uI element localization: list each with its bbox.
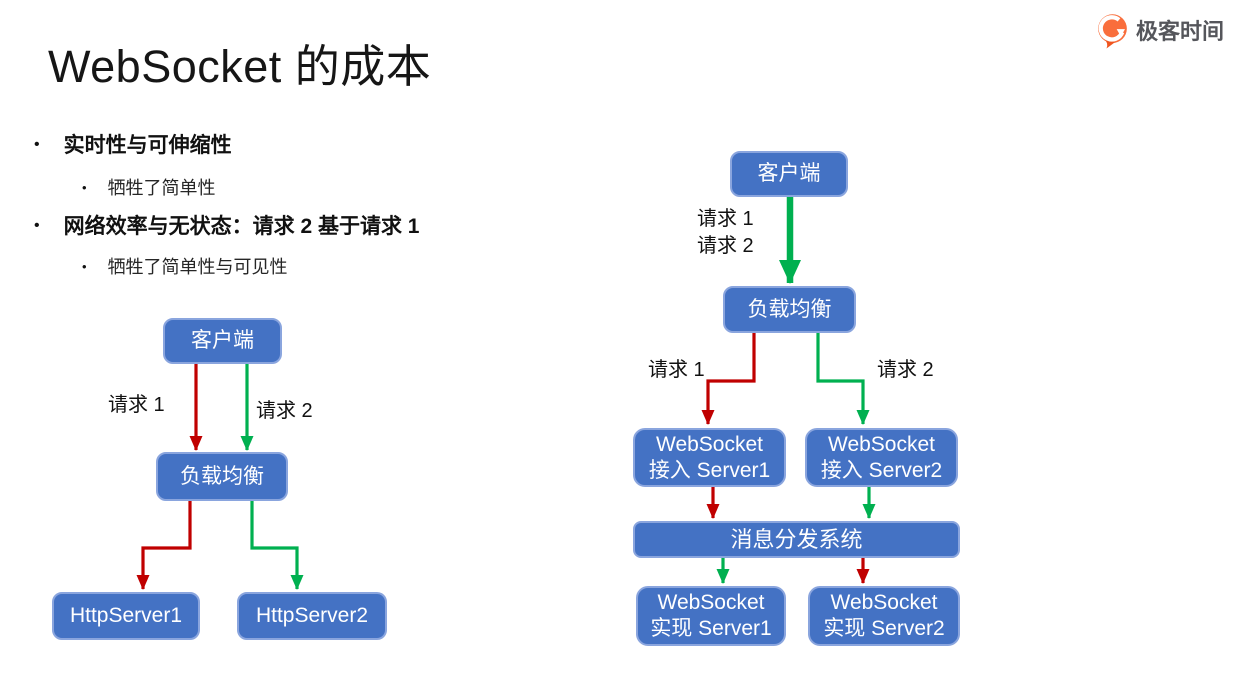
ws-edge-label-request2-mid: 请求 2 bbox=[877, 359, 934, 381]
http-edge-label-request1: 请求 1 bbox=[108, 394, 165, 416]
node-label-line1: WebSocket bbox=[828, 432, 935, 456]
node-label-line1: WebSocket bbox=[656, 432, 763, 456]
bullet-item-1-sub: • 牺牲了简单性 bbox=[82, 177, 216, 199]
node-label: 负载均衡 bbox=[747, 297, 832, 321]
node-label-line2: 接入 Server1 bbox=[648, 458, 771, 482]
bullet-dot: • bbox=[82, 259, 87, 274]
ws-edge-label-request1-mid: 请求 1 bbox=[648, 359, 705, 381]
ws-node-impl-server1: WebSocket 实现 Server1 bbox=[636, 586, 786, 646]
ws-node-client: 客户端 bbox=[730, 151, 848, 197]
ws-node-access-server2: WebSocket 接入 Server2 bbox=[805, 428, 958, 487]
bullet-item-2: • 网络效率与无状态：请求 2 基于请求 1 bbox=[34, 214, 419, 239]
bullet-text: 实时性与可伸缩性 bbox=[63, 134, 232, 157]
node-label: 客户端 bbox=[757, 162, 821, 185]
bullet-dot: • bbox=[34, 217, 40, 234]
http-arrow-request1-lb-to-server1 bbox=[136, 501, 192, 590]
geektime-logo-text: 极客时间 bbox=[1136, 19, 1225, 44]
bullet-text: 牺牲了简单性与可见性 bbox=[107, 257, 288, 277]
bullet-dot: • bbox=[34, 136, 40, 153]
bullet-dot: • bbox=[82, 180, 87, 195]
ws-edge-label-request2: 请求 2 bbox=[697, 235, 754, 257]
node-label-line1: WebSocket bbox=[657, 591, 765, 614]
node-label-line1: WebSocket bbox=[830, 591, 938, 614]
node-label: 负载均衡 bbox=[180, 464, 264, 488]
bullet-item-2-sub: • 牺牲了简单性与可见性 bbox=[82, 256, 288, 278]
ws-node-access-server1: WebSocket 接入 Server1 bbox=[633, 428, 786, 487]
node-label-line2: 实现 Server2 bbox=[823, 617, 945, 640]
ws-node-message-dispatcher: 消息分发系统 bbox=[633, 521, 960, 558]
http-edge-label-request2: 请求 2 bbox=[256, 400, 313, 422]
http-node-client: 客户端 bbox=[163, 318, 282, 364]
node-label: HttpServer2 bbox=[255, 604, 369, 627]
node-label: 客户端 bbox=[191, 329, 254, 352]
node-label-line2: 实现 Server1 bbox=[650, 617, 772, 640]
ws-node-load-balancer: 负载均衡 bbox=[723, 286, 856, 333]
node-label-line2: 接入 Server2 bbox=[820, 458, 943, 482]
http-arrow-request2-lb-to-server2 bbox=[250, 501, 304, 590]
ws-edge-label-combined-requests: 请求 1 请求 2 bbox=[697, 206, 754, 260]
bullet-text: 牺牲了简单性 bbox=[107, 178, 216, 198]
node-label: 消息分发系统 bbox=[730, 526, 863, 552]
bullet-item-1: • 实时性与可伸缩性 bbox=[34, 133, 232, 158]
geektime-logo: 极客时间 bbox=[1094, 11, 1224, 49]
ws-node-impl-server2: WebSocket 实现 Server2 bbox=[808, 586, 960, 646]
geektime-logo-icon bbox=[1098, 14, 1127, 49]
http-node-load-balancer: 负载均衡 bbox=[156, 452, 288, 501]
page-title: WebSocket 的成本 bbox=[48, 41, 432, 92]
ws-arrow-request1-lb-to-access1 bbox=[701, 333, 756, 425]
ws-arrow-request2-lb-to-access2 bbox=[816, 333, 870, 425]
http-node-server2: HttpServer2 bbox=[237, 592, 387, 640]
ws-edge-label-request1: 请求 1 bbox=[697, 208, 754, 230]
http-node-server1: HttpServer1 bbox=[52, 592, 200, 640]
bullet-text: 网络效率与无状态：请求 2 基于请求 1 bbox=[63, 215, 420, 238]
node-label: HttpServer1 bbox=[69, 604, 183, 627]
